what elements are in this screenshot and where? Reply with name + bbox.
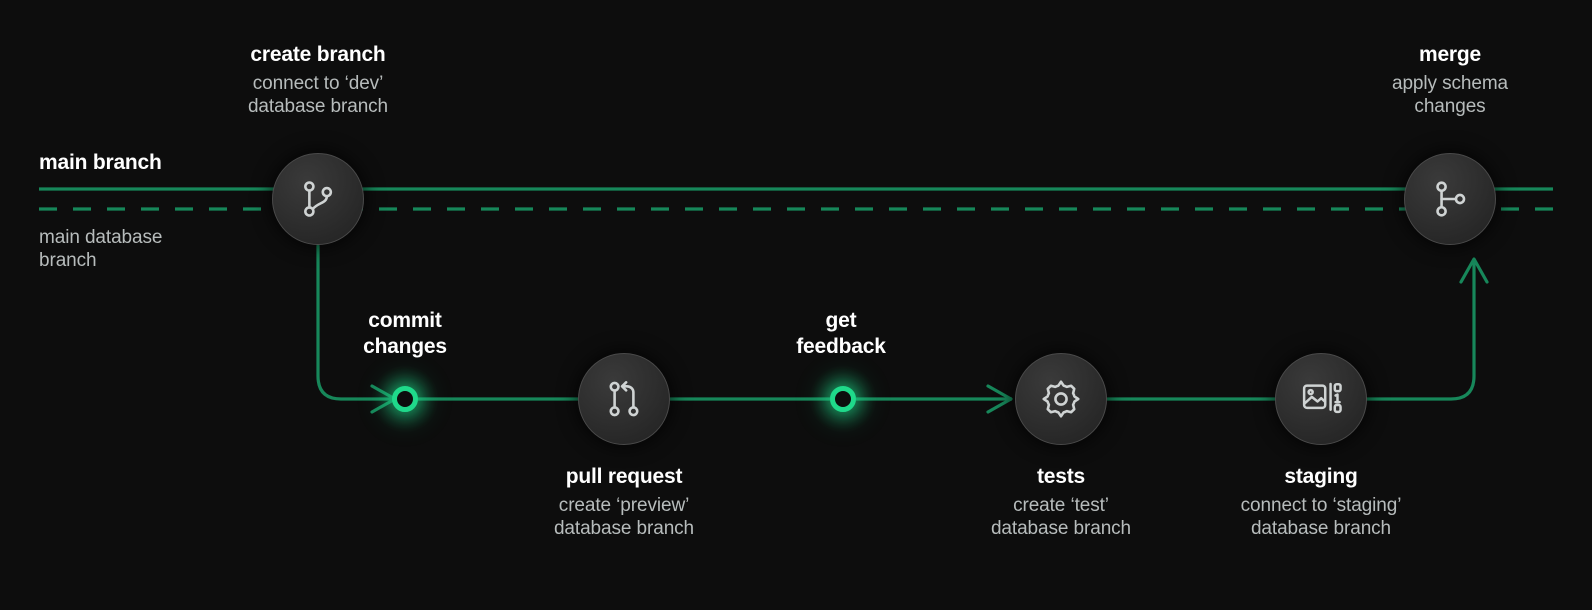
tests-subtitle-1: create ‘test’ <box>1013 494 1109 516</box>
create-branch-label: create branch connect to ‘dev’ database … <box>168 42 468 118</box>
create-branch-title: create branch <box>250 43 386 66</box>
create-branch-subtitle-2: database branch <box>247 95 389 117</box>
staging-subtitle-2: database branch <box>1250 517 1392 539</box>
merge-subtitle-1: apply schema <box>1391 72 1509 94</box>
pull-request-subtitle-1: create ‘preview’ <box>558 494 690 516</box>
get-feedback-label: get feedback <box>691 308 991 359</box>
staging-to-merge-path <box>1365 260 1476 401</box>
arrow-into-merge-icon <box>1459 257 1489 284</box>
node-merge[interactable] <box>1404 153 1496 245</box>
image-binary-icon <box>1298 376 1344 422</box>
git-merge-icon <box>1427 176 1473 222</box>
merge-title: merge <box>1418 43 1482 66</box>
git-branch-icon <box>295 176 341 222</box>
arrow-into-tests-icon <box>986 384 1013 414</box>
commit-changes-title-2: changes <box>363 334 447 358</box>
tests-label: tests create ‘test’ database branch <box>911 464 1211 540</box>
main-database-branch-line-2: branch <box>39 250 97 272</box>
git-pull-request-icon <box>601 376 647 422</box>
staging-title: staging <box>1284 465 1358 488</box>
main-line-node-glow <box>274 155 1494 243</box>
node-pull-request[interactable] <box>578 353 670 445</box>
staging-subtitle-1: connect to ‘staging’ <box>1240 494 1402 516</box>
merge-label: merge apply schema changes <box>1300 42 1592 118</box>
pull-request-subtitle-2: database branch <box>553 517 695 539</box>
pull-request-title: pull request <box>565 465 683 488</box>
merge-subtitle-2: changes <box>1414 95 1486 117</box>
staging-label: staging connect to ‘staging’ database br… <box>1171 464 1471 540</box>
node-commit-changes[interactable] <box>392 386 418 412</box>
get-feedback-title-2: feedback <box>796 334 886 358</box>
main-branch-title: main branch <box>39 151 162 174</box>
node-staging[interactable] <box>1275 353 1367 445</box>
node-get-feedback[interactable] <box>830 386 856 412</box>
main-branch-label: main branch <box>39 150 162 176</box>
commit-changes-title-1: commit <box>368 309 442 332</box>
main-database-branch-label: main database branch <box>39 226 162 272</box>
gear-icon <box>1038 376 1084 422</box>
get-feedback-title-1: get <box>825 309 857 332</box>
tests-title: tests <box>1036 465 1086 488</box>
main-database-branch-line-1: main database <box>39 227 163 248</box>
create-branch-subtitle-1: connect to ‘dev’ <box>252 72 384 94</box>
node-create-branch[interactable] <box>272 153 364 245</box>
node-tests[interactable] <box>1015 353 1107 445</box>
tests-subtitle-2: database branch <box>990 517 1132 539</box>
pull-request-label: pull request create ‘preview’ database b… <box>474 464 774 540</box>
commit-changes-label: commit changes <box>255 308 555 359</box>
